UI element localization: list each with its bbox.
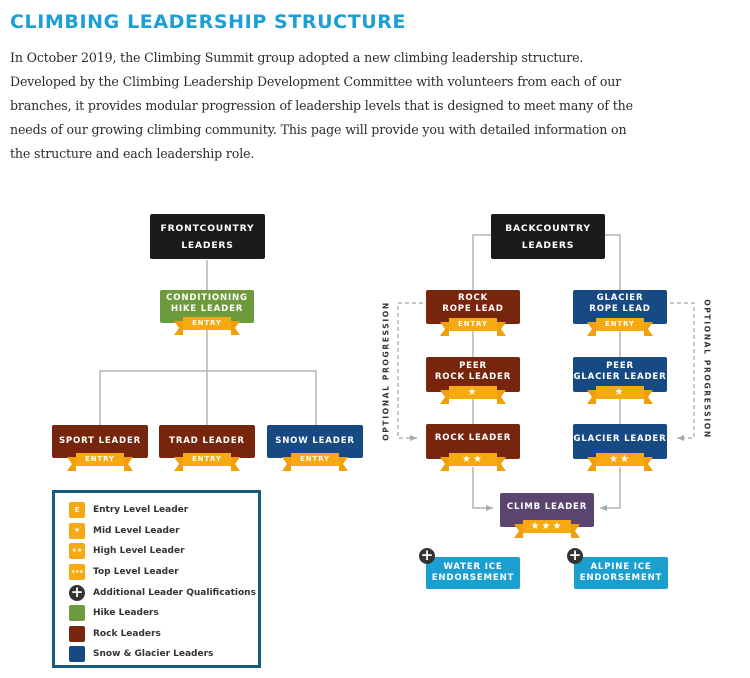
intro-paragraph: In October 2019, the Climbing Summit gro… <box>10 46 748 166</box>
connector-line <box>472 467 493 511</box>
backcountry-leaders-header: BACKCOUNTRY LEADERS <box>491 214 605 259</box>
connector-line <box>472 234 492 290</box>
optional-progression-line-right <box>670 302 695 441</box>
snow-leader-box[interactable]: SNOW LEADER <box>267 425 363 458</box>
connector-line <box>99 370 317 425</box>
legend-label: Hike Leaders <box>93 608 159 619</box>
legend: E Entry Level Leader ★ Mid Level Leader … <box>52 490 261 668</box>
entry-ribbon: ENTRY <box>174 453 240 471</box>
intro-line: needs of our growing climbing community.… <box>10 122 627 137</box>
entry-ribbon: ENTRY <box>587 318 653 336</box>
rock-color-swatch <box>69 625 85 642</box>
optional-progression-label-right: OPTIONAL PROGRESSION <box>702 299 712 439</box>
plus-icon: + <box>69 583 85 602</box>
legend-item-mid: ★ Mid Level Leader <box>69 521 258 542</box>
high-level-ribbon: ★★ <box>440 453 506 471</box>
legend-label: Entry Level Leader <box>93 505 189 516</box>
entry-ribbon: ENTRY <box>67 453 133 471</box>
three-star-icon: ★★★ <box>69 564 85 581</box>
intro-line: branches, it provides modular progressio… <box>10 98 633 113</box>
plus-icon: + <box>567 546 583 564</box>
legend-label: High Level Leader <box>93 546 185 557</box>
two-star-icon: ★★ <box>69 543 85 560</box>
legend-item-entry: E Entry Level Leader <box>69 500 258 521</box>
plus-icon: + <box>419 546 435 564</box>
optional-progression-line-left <box>397 302 423 441</box>
legend-label: Rock Leaders <box>93 628 161 639</box>
alpine-ice-endorsement-box[interactable]: ALPINE ICE ENDORSEMENT <box>574 557 668 589</box>
entry-ribbon: ENTRY <box>174 317 240 335</box>
frontcountry-leaders-header: FRONTCOUNTRY LEADERS <box>150 214 265 259</box>
top-level-ribbon: ★★★ <box>514 520 580 538</box>
legend-label: Additional Leader Qualifications <box>93 587 256 598</box>
intro-line: In October 2019, the Climbing Summit gro… <box>10 50 584 65</box>
legend-label: Top Level Leader <box>93 567 179 578</box>
legend-label: Mid Level Leader <box>93 525 180 536</box>
trad-leader-box[interactable]: TRAD LEADER <box>159 425 255 458</box>
water-ice-endorsement-box[interactable]: WATER ICE ENDORSEMENT <box>426 557 520 589</box>
legend-item-rock: Rock Leaders <box>69 624 258 645</box>
legend-item-snow-glacier: Snow & Glacier Leaders <box>69 644 258 665</box>
high-level-ribbon: ★★ <box>587 453 653 471</box>
connector-line <box>604 234 621 290</box>
legend-item-top: ★★★ Top Level Leader <box>69 562 258 583</box>
intro-line: the structure and each leadership role. <box>10 146 255 161</box>
connector-line <box>600 467 621 511</box>
entry-ribbon: ENTRY <box>282 453 348 471</box>
sport-leader-box[interactable]: SPORT LEADER <box>52 425 148 458</box>
entry-ribbon: ENTRY <box>440 318 506 336</box>
mid-level-ribbon: ★ <box>440 386 506 404</box>
mid-level-ribbon: ★ <box>587 386 653 404</box>
hike-color-swatch <box>69 605 85 622</box>
legend-item-high: ★★ High Level Leader <box>69 541 258 562</box>
legend-item-additional: + Additional Leader Qualifications <box>69 582 258 603</box>
one-star-icon: ★ <box>69 522 85 539</box>
entry-level-icon: E <box>69 502 85 519</box>
page-title: CLIMBING LEADERSHIP STRUCTURE <box>10 11 407 33</box>
intro-line: Developed by the Climbing Leadership Dev… <box>10 74 622 89</box>
optional-progression-label-left: OPTIONAL PROGRESSION <box>381 301 391 441</box>
legend-item-hike: Hike Leaders <box>69 603 258 624</box>
legend-label: Snow & Glacier Leaders <box>93 649 214 660</box>
snow-glacier-color-swatch <box>69 646 85 663</box>
